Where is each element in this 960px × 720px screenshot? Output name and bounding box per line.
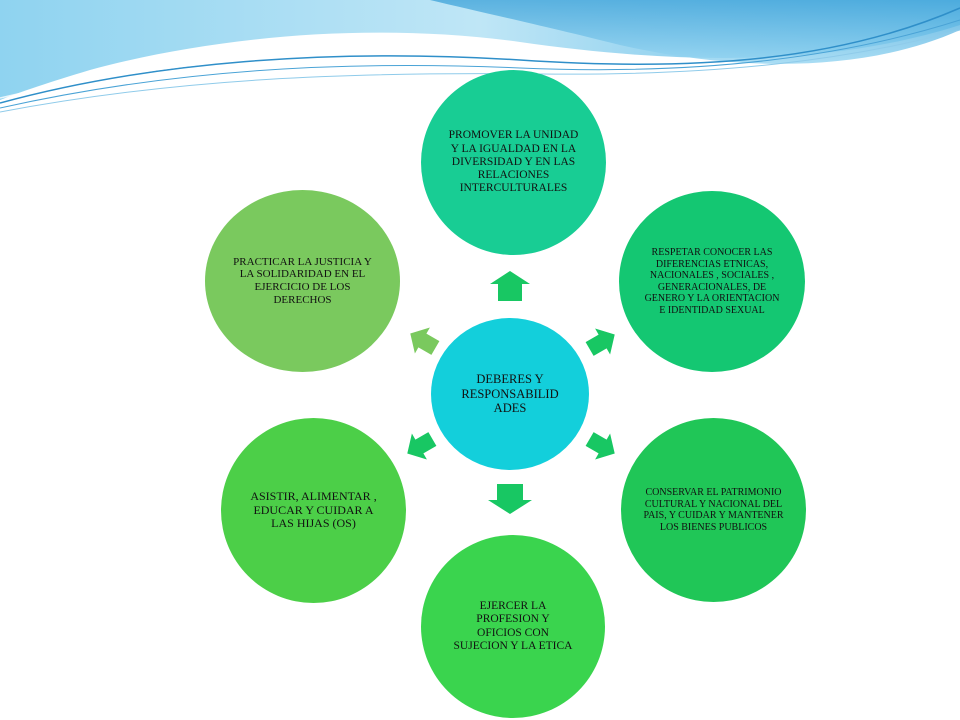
node-promote-unity: PROMOVER LA UNIDAD Y LA IGUALDAD EN LA D…	[421, 70, 606, 255]
arrow-lower-left-icon	[407, 432, 437, 460]
node-conserve-heritage-label: CONSERVAR EL PATRIMONIO CULTURAL Y NACIO…	[643, 487, 784, 533]
node-practice-justice-label: PRACTICAR LA JUSTICIA Y LA SOLIDARIDAD E…	[233, 255, 372, 306]
node-respect-differences-label: RESPETAR CONOCER LAS DIFERENCIAS ETNICAS…	[644, 247, 780, 316]
arrow-down-icon	[488, 484, 532, 514]
node-promote-unity-label: PROMOVER LA UNIDAD Y LA IGUALDAD EN LA D…	[448, 129, 579, 195]
node-conserve-heritage: CONSERVAR EL PATRIMONIO CULTURAL Y NACIO…	[621, 418, 806, 602]
node-care-children: ASISTIR, ALIMENTAR , EDUCAR Y CUIDAR A L…	[221, 418, 406, 603]
node-practice-justice: PRACTICAR LA JUSTICIA Y LA SOLIDARIDAD E…	[205, 190, 400, 372]
node-center-duties-label: DEBERES Y RESPONSABILID ADES	[461, 372, 559, 416]
node-respect-differences: RESPETAR CONOCER LAS DIFERENCIAS ETNICAS…	[619, 191, 805, 372]
arrow-lower-right-icon	[585, 432, 615, 460]
node-care-children-label: ASISTIR, ALIMENTAR , EDUCAR Y CUIDAR A L…	[250, 488, 377, 531]
arrow-upper-left-icon	[410, 327, 440, 355]
node-exercise-profession: EJERCER LA PROFESION Y OFICIOS CON SUJEC…	[421, 535, 605, 718]
arrow-up-icon	[490, 271, 530, 301]
node-exercise-profession-label: EJERCER LA PROFESION Y OFICIOS CON SUJEC…	[453, 600, 573, 652]
node-center-duties: DEBERES Y RESPONSABILID ADES	[431, 318, 589, 470]
arrow-upper-right-icon	[585, 328, 615, 356]
